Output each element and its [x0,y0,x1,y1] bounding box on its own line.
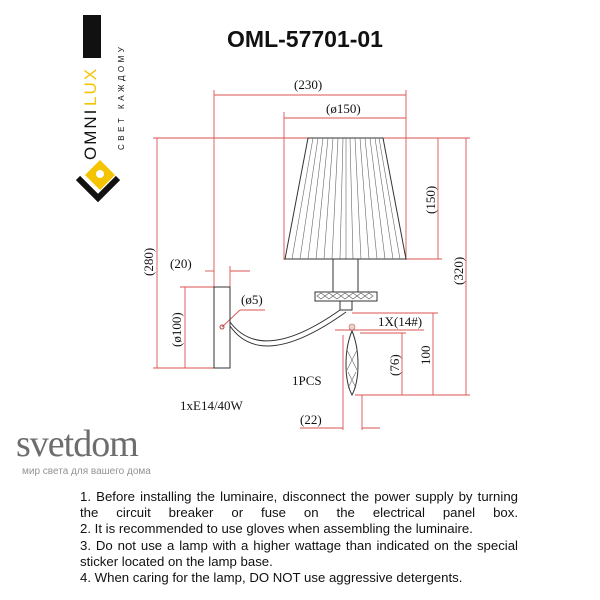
pcs-label: 1PCS [292,373,322,388]
note-4: 4. When caring for the lamp, DO NOT use … [80,570,463,586]
logo-tagline: СВЕТ КАЖДОМУ [117,44,126,150]
dim-shade-diameter: (ø150) [326,101,361,116]
dim-crystal-height: 100 [418,346,433,366]
dim-screw-diameter: (ø5) [241,292,263,307]
dim-total-height: (320) [451,257,466,285]
omnilux-logo: OMNI LUX СВЕТ КАЖДОМУ [75,15,126,203]
dim-backplate-diameter: (ø100) [169,312,184,347]
svg-text:OMNI: OMNI [81,108,100,160]
svg-text:LUX: LUX [81,67,100,106]
note-3: 3. Do not use a lamp with a higher watta… [80,537,518,569]
lamp-arm [213,258,378,397]
bulb-label: 1xE14/40W [180,398,244,413]
lamp-shade [284,137,407,260]
model-title: OML-57701-01 [227,26,383,52]
dim-overall-width: (230) [294,77,322,92]
note-1: 1. Before installing the luminaire, disc… [80,489,518,521]
dim-backplate-height: (280) [141,248,156,276]
installation-notes: 1. Before installing the luminaire, disc… [80,489,518,586]
dim-shade-height: (150) [423,186,438,214]
dim-crystal-spec: 1X(14#) [378,314,422,329]
note-2: 2. It is recommended to use gloves when … [80,521,473,537]
dim-crystal-drop: (76) [387,354,402,376]
dim-crystal-width: (22) [300,412,322,427]
dim-backplate-depth: (20) [170,256,192,271]
technical-drawing: OMNI LUX СВЕТ КАЖДОМУ [75,15,470,430]
